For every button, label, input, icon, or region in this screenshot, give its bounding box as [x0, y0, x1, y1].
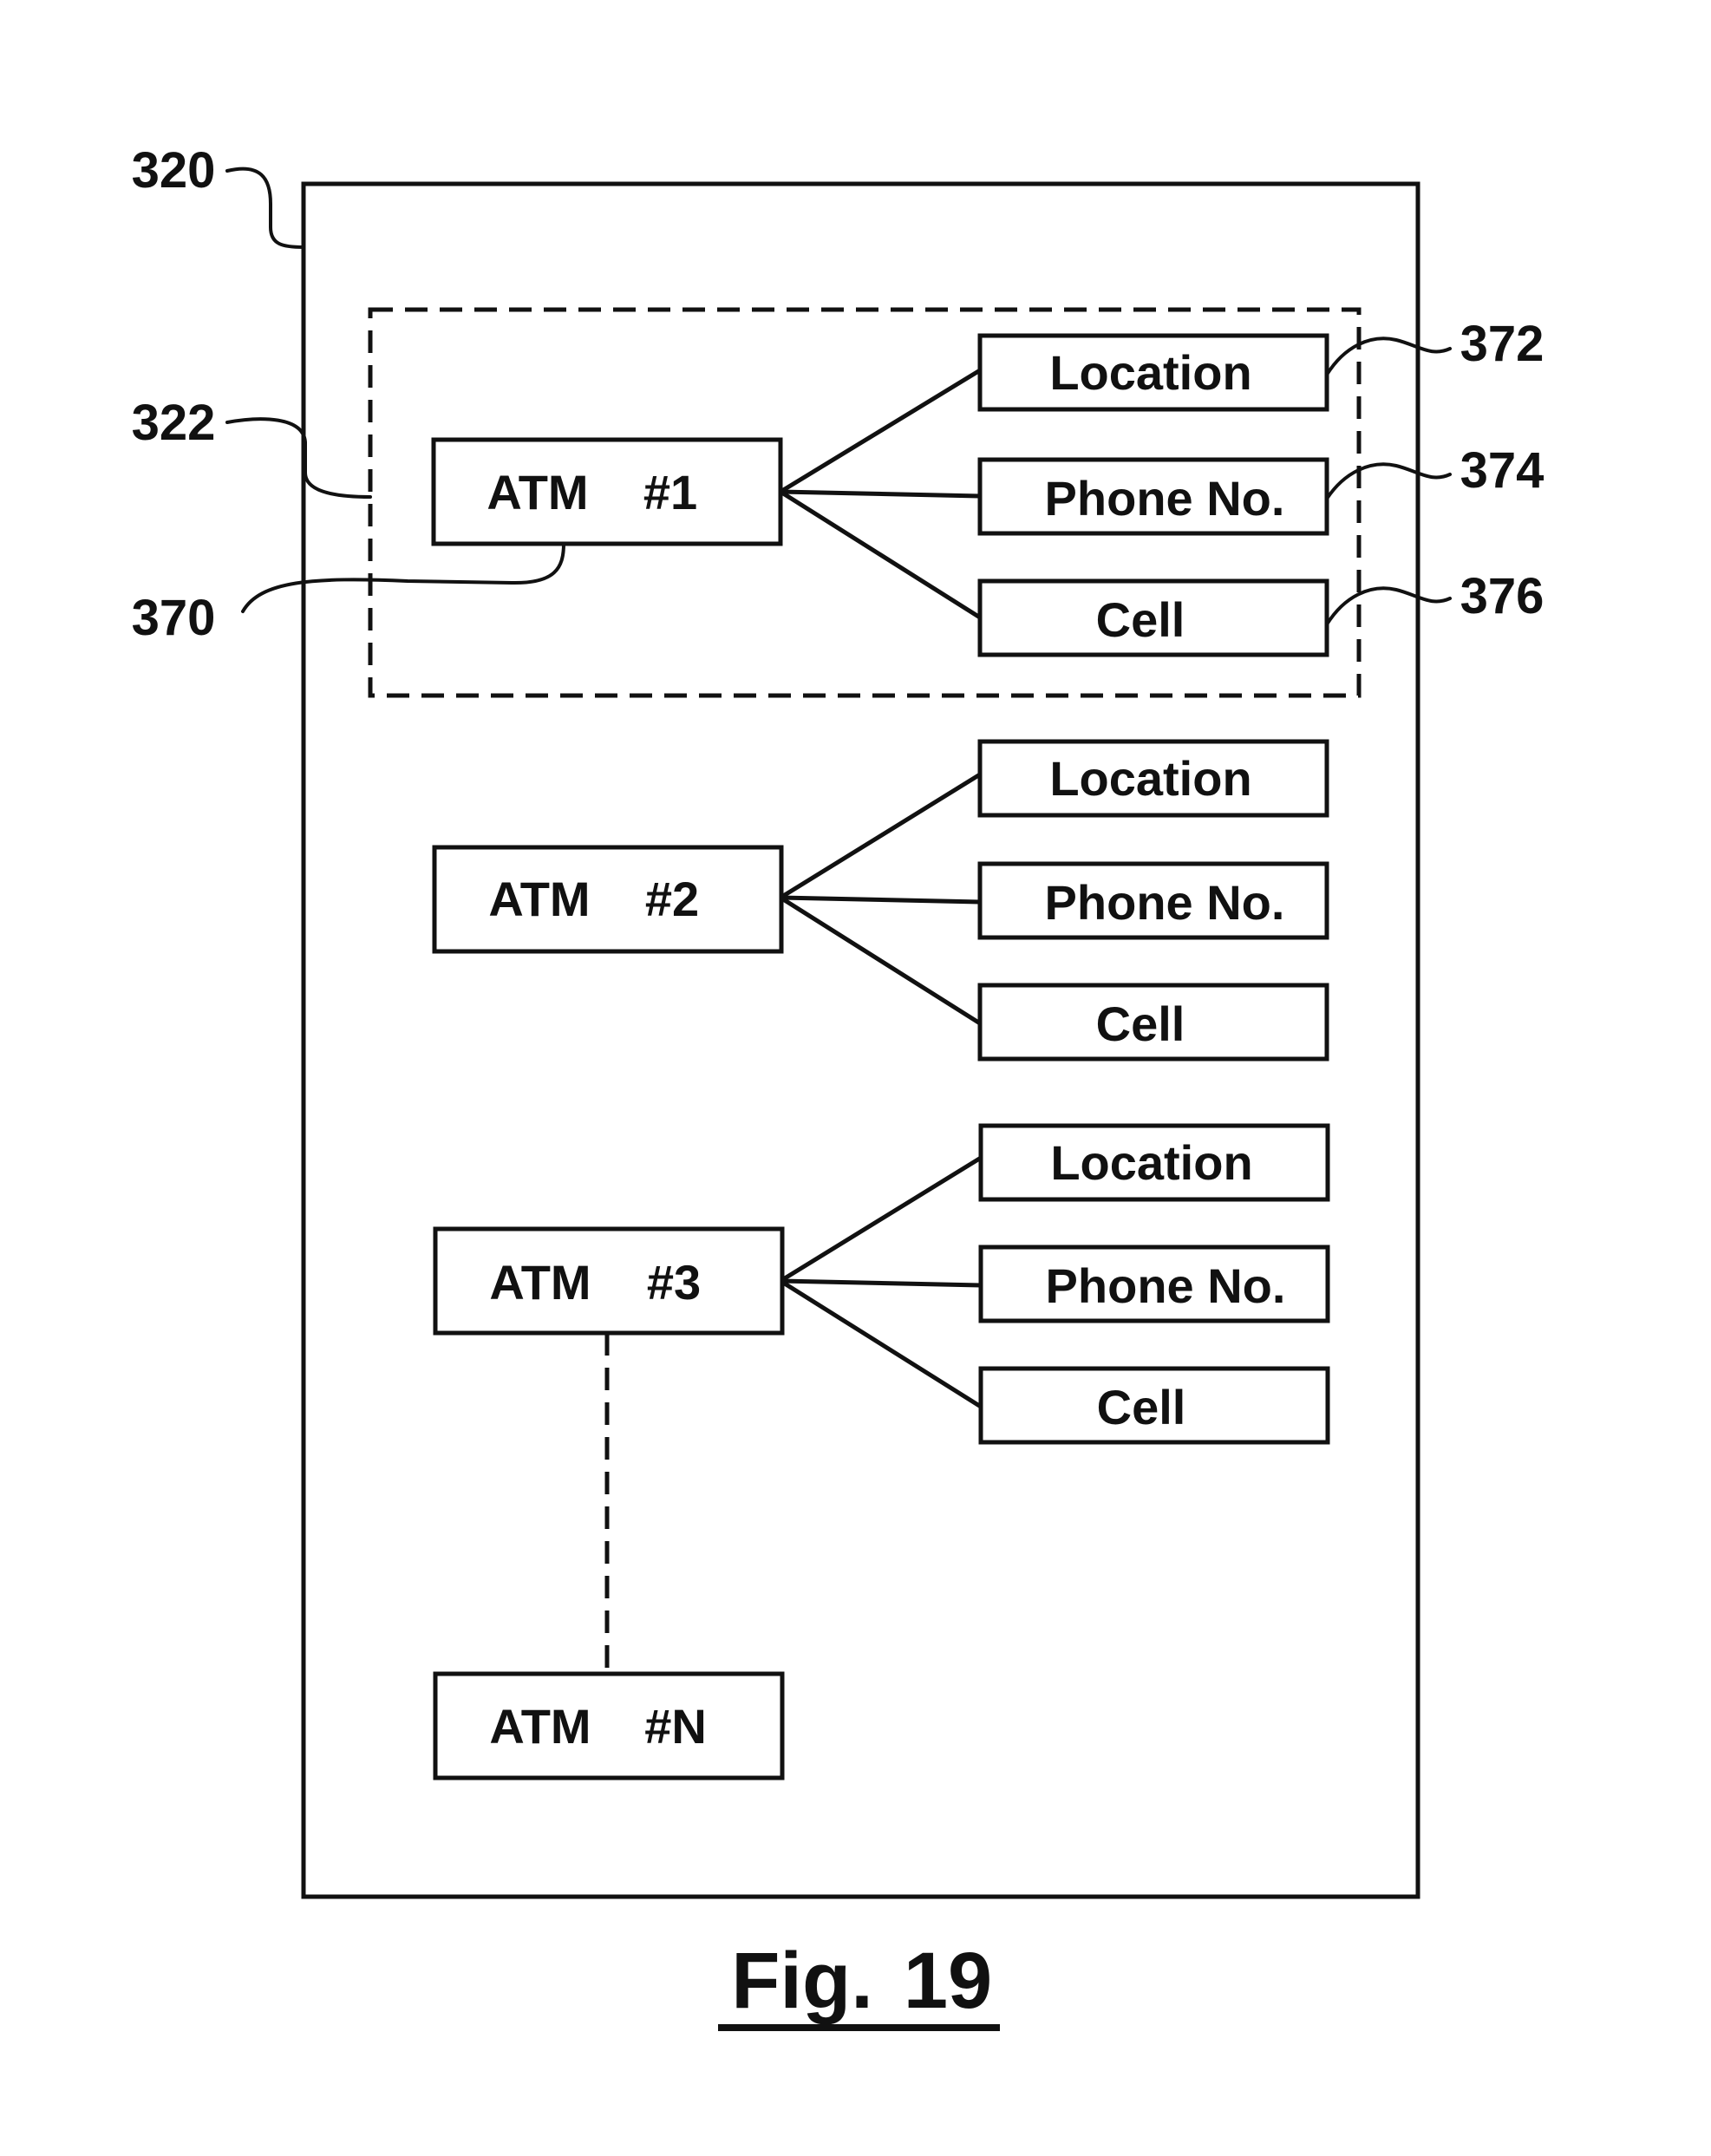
ref-376: 376: [1460, 568, 1544, 624]
ref-374: 374: [1460, 442, 1544, 499]
figure-number: 19: [904, 1937, 992, 2025]
atm-number: #1: [643, 465, 697, 519]
cell-label: Cell: [1096, 592, 1185, 647]
atm-number: #2: [645, 872, 699, 926]
atm-box: [435, 1229, 782, 1333]
ref-372: 372: [1460, 316, 1544, 372]
atm-box: [435, 1674, 782, 1778]
location-label: Location: [1050, 1135, 1252, 1190]
ref-322: 322: [132, 395, 216, 451]
ref-320: 320: [132, 142, 216, 199]
atm-record-n: ATM #N: [435, 1674, 782, 1778]
phone-label: Phone No.: [1046, 1258, 1286, 1313]
atm-box: [434, 440, 780, 544]
atm-label: ATM: [487, 465, 588, 519]
figure-label: Fig.: [731, 1937, 873, 2025]
cell-label: Cell: [1097, 1380, 1186, 1434]
atm-box: [434, 847, 781, 951]
ref-370: 370: [132, 590, 216, 646]
location-label: Location: [1049, 345, 1251, 400]
phone-label: Phone No.: [1045, 471, 1285, 526]
phone-label: Phone No.: [1045, 875, 1285, 930]
atm-number: #3: [647, 1255, 701, 1310]
atm-label: ATM: [489, 1255, 591, 1310]
atm-label: ATM: [488, 872, 590, 926]
cell-label: Cell: [1096, 996, 1185, 1051]
atm-label: ATM: [489, 1699, 591, 1754]
atm-number: #N: [644, 1699, 707, 1754]
location-label: Location: [1049, 751, 1251, 806]
leader-320: [227, 169, 304, 247]
